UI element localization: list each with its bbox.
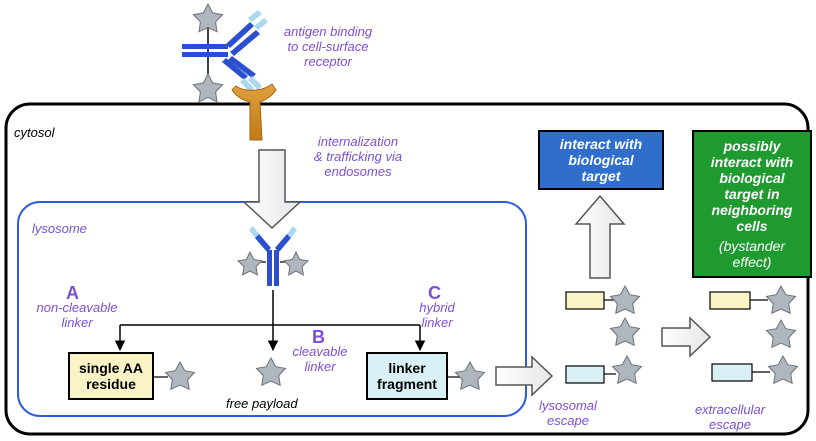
- lysosomal-antibody: [249, 226, 297, 286]
- payload-star-icon: [609, 284, 641, 315]
- extracellular-single-aa-fragment: [709, 291, 751, 310]
- free-payload-star-icon: [255, 356, 287, 387]
- payload-star-icon: [454, 360, 486, 391]
- payload-star-icon: [765, 318, 797, 349]
- interact-target-box: interact with biological target: [538, 130, 664, 190]
- extracellular-escape-arrow: [661, 316, 712, 358]
- single-aa-residue-box: single AA residue: [68, 352, 154, 400]
- lysosomal-escape-arrow: [495, 355, 554, 397]
- interact-target-arrow: [574, 194, 626, 279]
- path-a-letter: A: [66, 283, 79, 303]
- payload-star-icon: [282, 250, 310, 276]
- lysosomal-escape-label: lysosomal escape: [539, 398, 597, 428]
- payload-star-icon: [192, 2, 224, 33]
- cell-surface-receptor: [231, 83, 277, 141]
- linker-fragment-box: linker fragment: [366, 352, 448, 400]
- payload-star-icon: [192, 72, 224, 103]
- lysosome-label: lysosome: [32, 221, 87, 236]
- escaped-single-aa-fragment: [565, 291, 605, 310]
- antigen-binding-label: antigen binding to cell-surface receptor: [283, 24, 373, 69]
- payload-star-icon: [236, 250, 264, 276]
- payload-star-icon: [611, 354, 643, 385]
- path-b-letter: B: [312, 327, 325, 347]
- payload-star-icon: [767, 354, 799, 385]
- cytosol-label: cytosol: [14, 125, 55, 140]
- path-a-label: non-cleavable linker: [36, 300, 118, 330]
- extracellular-escape-label: extracellular escape: [694, 402, 766, 432]
- path-c-label: hybrid linker: [419, 300, 455, 330]
- path-b-label: cleavable linker: [292, 344, 348, 374]
- payload-star-icon: [765, 284, 797, 315]
- payload-star-icon: [164, 360, 196, 391]
- surface-antibody: [182, 6, 268, 92]
- internalization-label: internalization & trafficking via endoso…: [313, 134, 403, 179]
- neighboring-cells-box: possibly interact with biological target…: [692, 130, 812, 278]
- internalization-arrow: [242, 149, 302, 230]
- escaped-linker-fragment: [565, 365, 605, 384]
- extracellular-linker-fragment: [711, 363, 753, 382]
- path-c-letter: C: [428, 283, 441, 303]
- free-payload-label: free payload: [226, 396, 298, 411]
- payload-star-icon: [609, 316, 641, 347]
